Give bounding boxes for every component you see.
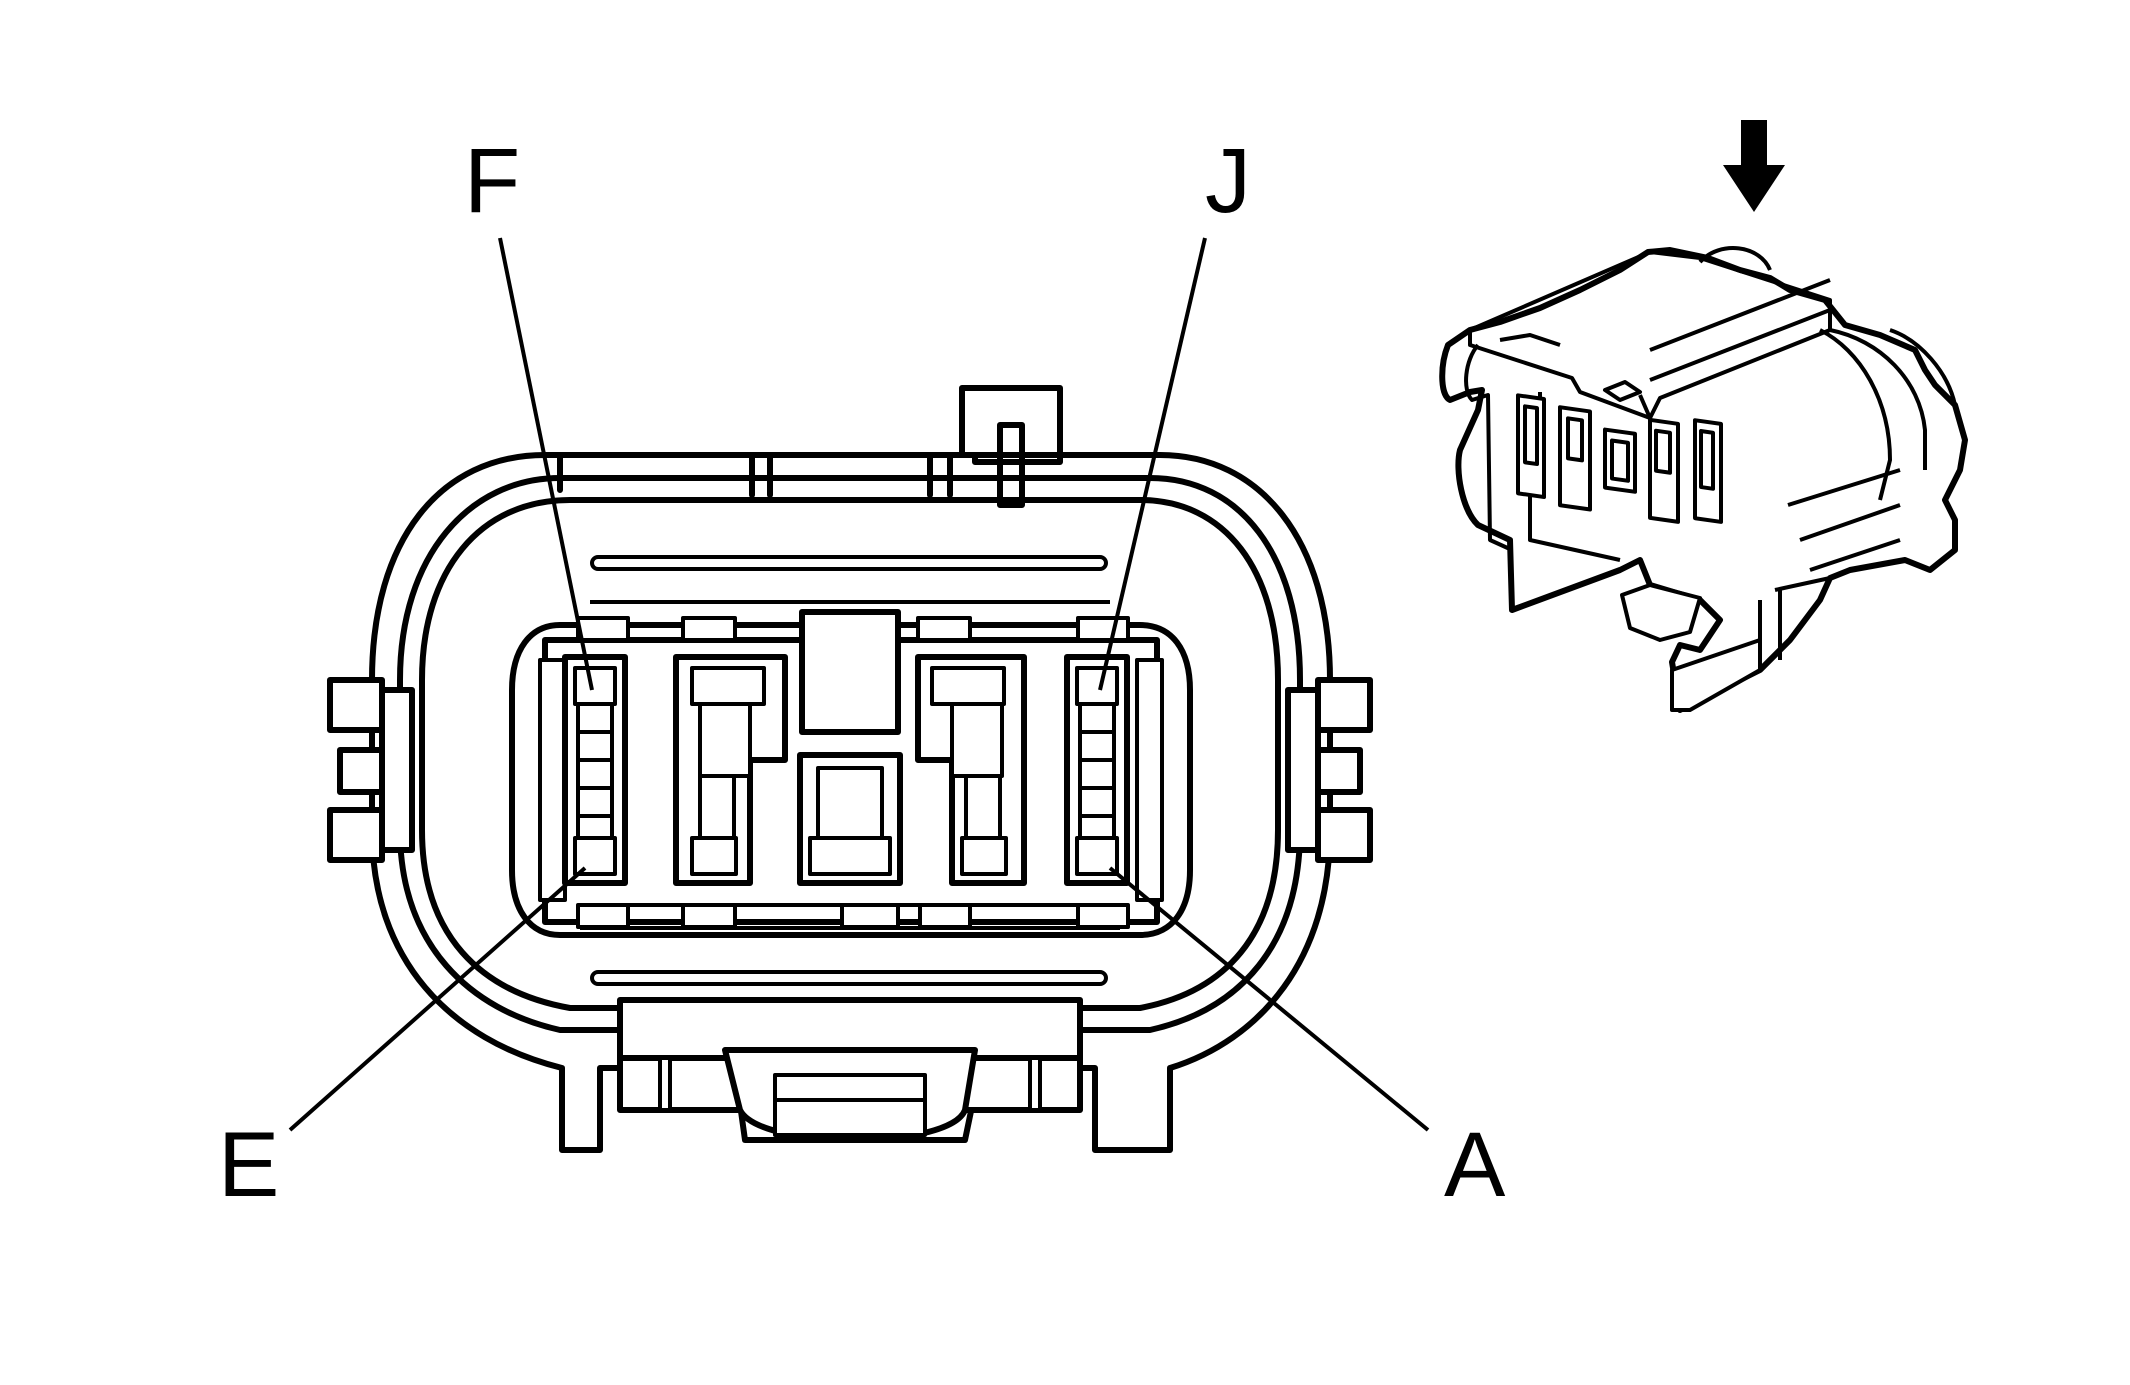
bottom-latch [617,997,1083,1143]
nib-top-4 [1076,616,1130,642]
left-side-lugs [327,677,415,863]
leader-F [498,237,594,691]
nib-bottom-5 [1076,903,1130,929]
pin-right-mid-2 [1078,730,1116,762]
pin-4-lower [964,774,1002,840]
housing-top-tab [959,385,1063,458]
connector-isometric-view [1439,120,1968,713]
pin-2-top [690,666,766,706]
connector-face-view: F J E A [218,130,1506,1216]
pin-2-bottom [690,836,738,876]
pin-J [1075,666,1119,706]
pin-A [1075,836,1119,876]
pin-label-F: F [464,130,520,232]
nib-bottom-4 [918,903,972,929]
pin-left-mid-4 [576,786,614,818]
nib-top-2 [681,616,737,642]
nib-top-3 [916,616,972,642]
cavity-right-wall [1135,658,1164,902]
housing-inner-wall-1 [397,475,1303,1033]
pin-E [573,836,617,876]
leader-J [1098,237,1207,691]
pin-3-body [816,766,884,840]
pin-4-shaft [950,702,1004,778]
nib-bottom-1 [576,903,630,929]
nib-bottom-3 [840,903,900,929]
center-key [799,609,901,735]
pin-left-mid-1 [576,702,614,734]
pin-right-mid-5 [1078,814,1116,840]
pin-label-A: A [1444,1114,1506,1216]
pin-label-E: E [218,1114,279,1216]
cavity-left-wall [538,658,567,902]
pin-label-J: J [1205,130,1251,232]
pin-right-mid-3 [1078,758,1116,790]
pin-2-shaft [698,702,752,778]
pin-4-top [930,666,1006,706]
leader-E [288,866,587,1132]
nib-bottom-2 [681,903,737,929]
down-arrow-icon [1723,120,1785,212]
pin-4-bottom [960,836,1008,876]
pin-2-lower [698,774,736,840]
leader-A [1108,866,1430,1132]
pin-3-bottom [808,836,892,876]
pin-left-mid-3 [576,758,614,790]
terminal-block-outer [509,622,1193,938]
pin-left-mid-2 [576,730,614,762]
pin-right-mid-4 [1078,786,1116,818]
pin-F [573,666,617,706]
bottom-rail [590,970,1108,986]
right-side-lugs [1285,677,1373,863]
nib-top-1 [576,616,630,642]
housing-top-band [557,452,953,498]
pin-left-mid-5 [576,814,614,840]
top-rail [590,555,1108,571]
pin-right-mid-1 [1078,702,1116,734]
